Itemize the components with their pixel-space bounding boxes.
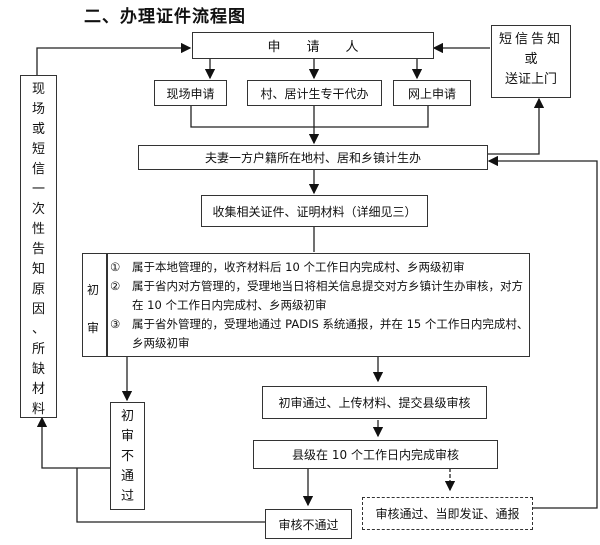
online-apply-box: 网上申请 (393, 80, 471, 106)
arrow-pass-to-office (487, 155, 598, 509)
prelim-divider (106, 253, 108, 357)
review-fail-box: 审核不通过 (265, 509, 352, 539)
review-pass-label: 审核通过、当即发证、通报 (375, 507, 520, 521)
collect-label: 收集相关证件、证明材料（详细见三） (212, 204, 417, 219)
prelim-pass-box: 初审通过、上传材料、提交县级审核 (262, 386, 487, 419)
sms-or-deliver-box: 短信告知 或 送证上门 (491, 25, 571, 98)
village-agent-label: 村、居计生专干代办 (260, 86, 369, 101)
village-agent-box: 村、居计生专干代办 (247, 80, 382, 106)
arrow-office-to-sms (487, 97, 545, 155)
onsite-apply-box: 现场申请 (154, 80, 227, 106)
prelim-pass-label: 初审通过、上传材料、提交县级审核 (278, 396, 471, 410)
prelim-review-box (82, 253, 530, 357)
review-fail-label: 审核不通过 (278, 517, 339, 532)
county-review-box: 县级在 10 个工作日内完成审核 (253, 440, 498, 469)
review-pass-box: 审核通过、当即发证、通报 (362, 497, 533, 530)
notice-missing-materials-box: 现 场 或 短 信 一 次 性 告 知 原 因 、 所 缺 材 料 (20, 75, 57, 418)
sms-line-3: 送证上门 (504, 72, 557, 87)
prelim-fail-box: 初 审 不 通 过 (110, 402, 145, 510)
office-label: 夫妻一方户籍所在地村、居和乡镇计生办 (204, 151, 421, 165)
online-apply-label: 网上申请 (407, 86, 456, 101)
collect-materials-box: 收集相关证件、证明材料（详细见三） (201, 195, 428, 227)
sms-line-2: 或 (524, 52, 538, 67)
sms-line-1: 短信告知 (498, 32, 563, 47)
prelim-char-1: 初 (87, 283, 100, 297)
page-title: 二、办理证件流程图 (84, 7, 246, 27)
merge-line (190, 105, 429, 128)
prelim-side-label: 初 审 (82, 253, 106, 353)
line-review-fail-to-notice (76, 468, 265, 523)
family-planning-office-box: 夫妻一方户籍所在地村、居和乡镇计生办 (138, 145, 488, 170)
county-review-label: 县级在 10 个工作日内完成审核 (292, 448, 459, 462)
applicant-box: 申 请 人 (192, 32, 434, 59)
arrow-fail-to-notice (36, 416, 110, 469)
onsite-apply-label: 现场申请 (166, 86, 215, 101)
prelim-char-2: 审 (87, 321, 100, 335)
arrow-notice-to-applicant (36, 42, 192, 75)
applicant-label: 申 请 人 (267, 40, 359, 55)
